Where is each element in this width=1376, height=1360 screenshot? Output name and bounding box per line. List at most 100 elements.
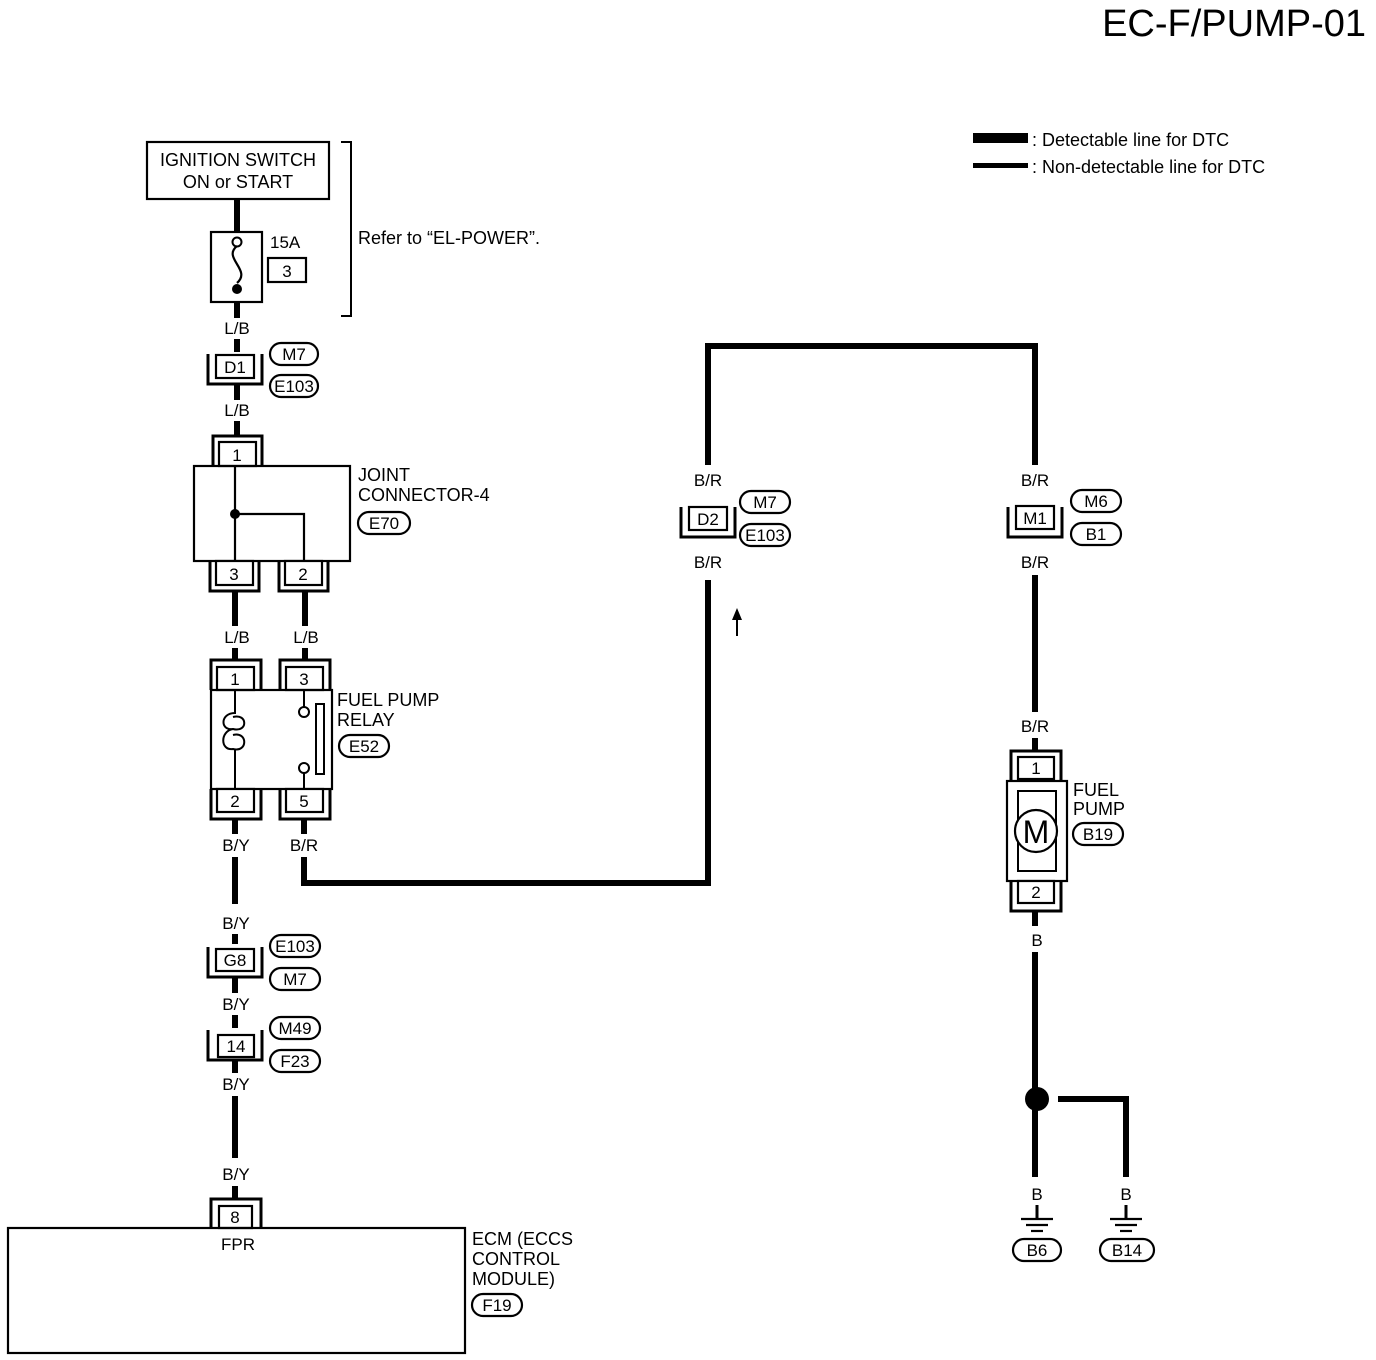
wire-br-relay-d2 [301, 580, 711, 886]
connector-d2-ref-1-pill [738, 489, 792, 515]
connector-d2-ref-1: M7 [753, 493, 777, 512]
connector-14-ref-2: F23 [280, 1052, 309, 1071]
ignition-switch-label-2: ON or START [183, 172, 293, 192]
wire-label-lb-4: L/B [293, 628, 319, 647]
ecm-pin-bracket [209, 1197, 263, 1228]
wire-label-br-m1-top: B/R [1021, 471, 1049, 490]
pump-pin1-bracket [1009, 749, 1063, 781]
connector-14-ref-1: M49 [278, 1019, 311, 1038]
connector-14-ref-2-pill [268, 1048, 322, 1074]
connector-14-ref-1-pill [268, 1015, 322, 1041]
ecm-pin: 8 [230, 1208, 239, 1227]
joint-splice-dot [230, 509, 240, 519]
current-flow-arrow-icon [732, 608, 742, 636]
relay-pin1-bracket [209, 658, 263, 690]
pump-label-1: FUEL [1073, 780, 1119, 800]
connector-d1-box [214, 353, 256, 380]
relay-ref: E52 [349, 737, 379, 756]
ecm: 8 FPR ECM (ECCS CONTROL MODULE) F19 [6, 1197, 573, 1355]
joint-pin3-box [214, 559, 255, 587]
pump-pin-1: 1 [1031, 759, 1040, 778]
connector-14-box [216, 1033, 256, 1059]
connector-m1-ref-2: B1 [1086, 525, 1107, 544]
connector-d2: D2 M7 E103 [679, 489, 792, 548]
relay-pin-1: 1 [230, 670, 239, 689]
joint-connector-ref-pill [356, 510, 412, 536]
ecm-body [6, 1226, 467, 1355]
ground-b14-pill [1098, 1237, 1156, 1263]
ecm-label-3: MODULE) [472, 1269, 555, 1289]
fuse-element [231, 245, 243, 284]
connector-g8-ref-1: E103 [275, 937, 315, 956]
fuse: 15A 3 [209, 230, 308, 304]
connector-g8-ref-1-pill [268, 933, 322, 959]
pump-pin2-box [1016, 879, 1056, 905]
connector-g8: G8 E103 M7 [206, 933, 322, 992]
wire-label-b-pump: B [1031, 931, 1042, 950]
relay-pin-3: 3 [299, 670, 308, 689]
joint-pin1-bracket [211, 434, 264, 466]
joint-pin-1: 1 [232, 446, 241, 465]
pump-label-2: PUMP [1073, 799, 1125, 819]
connector-d2-pin: D2 [697, 510, 719, 529]
wire-label-by-1: B/Y [222, 836, 249, 855]
fuse-terminal-top [231, 236, 243, 248]
wire-label-b-gnd2: B [1120, 1185, 1131, 1204]
relay-pin3-bracket [278, 658, 332, 690]
wire-label-lb-3: L/B [224, 628, 250, 647]
legend-non-detectable: : Non-detectable line for DTC [1032, 157, 1265, 177]
ecm-label-2: CONTROL [472, 1249, 560, 1269]
wire-label-by-4: B/Y [222, 1075, 249, 1094]
fuse-number: 3 [282, 262, 291, 281]
ignition-switch-box [145, 140, 331, 201]
relay-label-2: RELAY [337, 710, 395, 730]
fuse-number-box [266, 256, 308, 284]
pump-pin1-box [1016, 755, 1056, 781]
joint-connector-label-2: CONNECTOR-4 [358, 485, 490, 505]
legend-detectable: : Detectable line for DTC [1032, 130, 1229, 150]
wire-label-by-3: B/Y [222, 995, 249, 1014]
connector-g8-ref-2-pill [268, 966, 322, 992]
ground-b6-pill [1011, 1237, 1063, 1263]
ground-b14: B14 [1098, 1205, 1156, 1263]
wire-b-branch [1058, 1096, 1129, 1177]
ignition-switch: IGNITION SWITCH ON or START [145, 140, 331, 201]
connector-m1-ref-1: M6 [1084, 492, 1108, 511]
detectable-line-swatch [973, 133, 1028, 143]
ecm-terminal-name: FPR [221, 1235, 255, 1254]
wire-br-d2-m1 [705, 343, 1038, 465]
wire-label-by-2: B/Y [222, 914, 249, 933]
connector-d2-box [687, 505, 729, 532]
ecm-label-1: ECM (ECCS [472, 1229, 573, 1249]
relay-coil [222, 690, 246, 789]
connector-d2-bracket [679, 507, 737, 539]
joint-internal-branch [235, 512, 306, 561]
connector-m1-pin: M1 [1023, 509, 1047, 528]
wire-label-br-d2-top: B/R [694, 471, 722, 490]
connector-g8-box [214, 947, 256, 973]
refer-note: Refer to “EL-POWER”. [358, 228, 540, 248]
pump-pin-2: 2 [1031, 883, 1040, 902]
ecm-ref-pill [470, 1292, 524, 1318]
diagram-title: EC-F/PUMP-01 [1102, 3, 1366, 45]
pump-ref: B19 [1083, 825, 1113, 844]
connector-m1-ref-2-pill [1069, 521, 1123, 547]
ecm-ref: F19 [482, 1296, 511, 1315]
splice-dot [1025, 1087, 1049, 1111]
ground-b6: B6 [1011, 1205, 1063, 1263]
fuel-pump: 1 M 2 FUEL PUMP B19 [1005, 749, 1125, 913]
connector-g8-ref-2: M7 [283, 970, 307, 989]
connector-d2-ref-2: E103 [745, 526, 785, 545]
wire-label-br-relay: B/R [290, 836, 318, 855]
connector-d1: D1 M7 E103 [206, 341, 320, 399]
motor-icon [1013, 808, 1059, 854]
connector-g8-pin: G8 [224, 951, 247, 970]
joint-pin-3: 3 [229, 565, 238, 584]
ignition-switch-label-1: IGNITION SWITCH [160, 150, 316, 170]
fuse-terminal-bottom [232, 284, 242, 294]
relay-armature [315, 703, 325, 775]
connector-d2-ref-2-pill [738, 522, 792, 548]
joint-connector-ref: E70 [369, 514, 399, 533]
wire-label-lb-2: L/B [224, 401, 250, 420]
joint-connector: 1 3 2 JOINT CONNECTOR-4 E70 [192, 434, 490, 593]
